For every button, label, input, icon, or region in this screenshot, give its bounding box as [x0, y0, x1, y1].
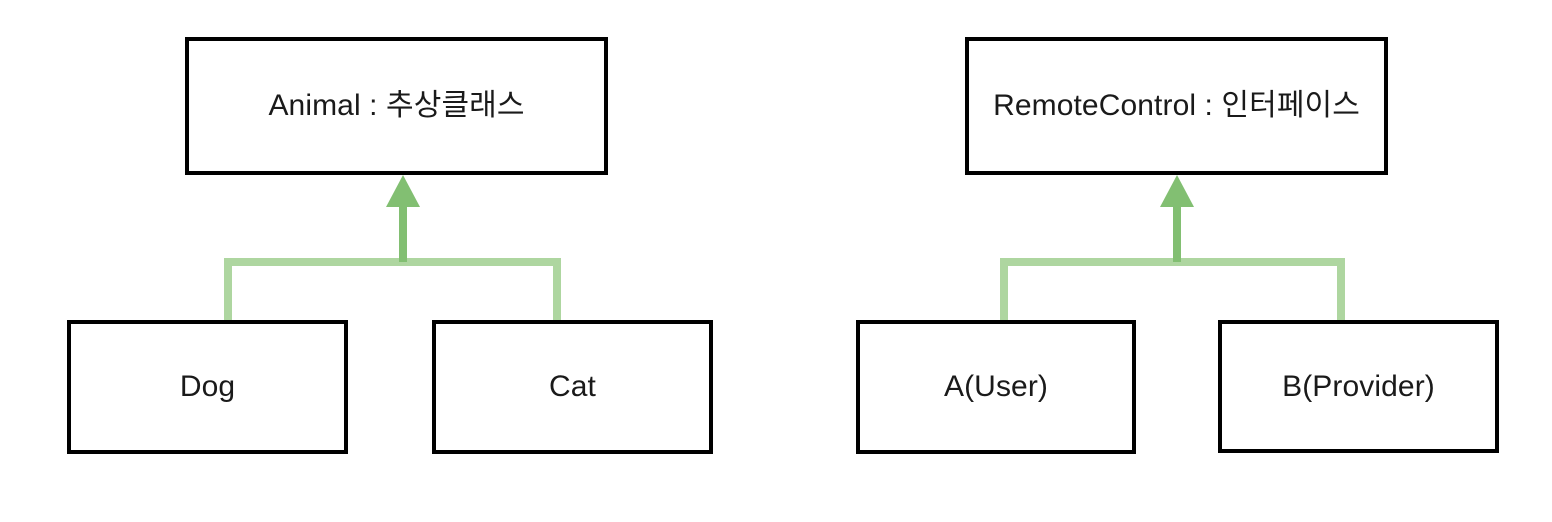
edge-drop-cat	[553, 258, 561, 323]
node-b-provider[interactable]: B(Provider)	[1218, 320, 1499, 453]
edge-drop-dog	[224, 258, 232, 323]
edge-group-animal	[224, 175, 561, 323]
node-dog-label: Dog	[179, 370, 236, 403]
node-a-user[interactable]: A(User)	[856, 320, 1136, 454]
edge-stem-animal	[399, 198, 407, 262]
node-cat[interactable]: Cat	[432, 320, 713, 454]
edge-stem-remotecontrol	[1173, 198, 1181, 262]
edge-arrowhead-animal	[386, 175, 420, 207]
edge-drop-bprovider	[1337, 258, 1345, 323]
node-b-provider-label: B(Provider)	[1282, 369, 1435, 403]
edge-spine-animal	[224, 258, 561, 266]
edge-drop-auser	[1000, 258, 1008, 323]
node-remotecontrol[interactable]: RemoteControl : 인터페이스	[965, 37, 1388, 175]
node-remotecontrol-label: RemoteControl : 인터페이스	[993, 89, 1360, 122]
edge-spine-remotecontrol	[1000, 258, 1345, 266]
node-a-user-label: A(User)	[943, 370, 1049, 403]
node-animal[interactable]: Animal : 추상클래스	[185, 37, 608, 175]
node-animal-label: Animal : 추상클래스	[268, 89, 525, 122]
edge-group-remotecontrol	[1000, 175, 1345, 323]
node-cat-label: Cat	[549, 370, 596, 403]
node-dog[interactable]: Dog	[67, 320, 348, 454]
edge-arrowhead-remotecontrol	[1160, 175, 1194, 207]
